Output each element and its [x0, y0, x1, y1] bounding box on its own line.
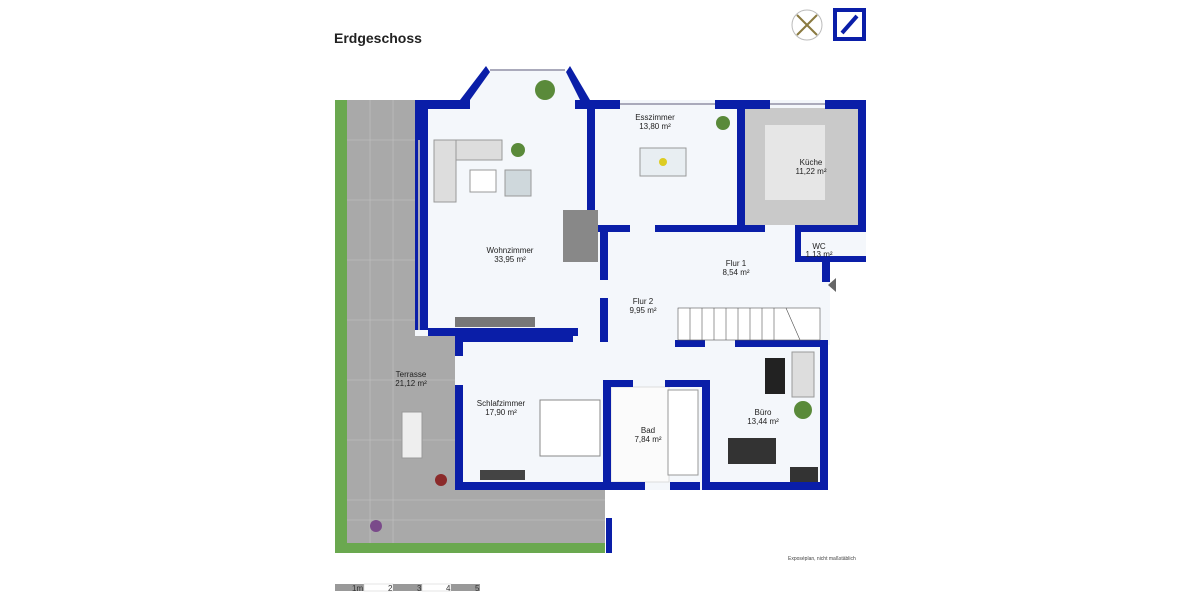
plant-icon [435, 474, 447, 486]
paving-joints [347, 100, 605, 543]
wall [606, 518, 612, 553]
terrace-paving [347, 100, 415, 543]
svg-text:Bad: Bad [641, 426, 655, 435]
svg-text:17,90 m²: 17,90 m² [485, 408, 517, 417]
svg-text:Flur 1: Flur 1 [726, 259, 747, 268]
bank-logo-icon [833, 8, 866, 41]
grass-bottom [335, 543, 605, 553]
svg-text:Flur 2: Flur 2 [633, 297, 654, 306]
svg-text:WC: WC [812, 242, 826, 251]
svg-text:13,80 m²: 13,80 m² [639, 122, 671, 131]
staircase [677, 307, 821, 341]
svg-text:Terrasse: Terrasse [396, 370, 427, 379]
bath-tiles [610, 386, 670, 483]
compass-icon [791, 9, 823, 41]
scale-bar: 1m 2 3 4 5 [335, 583, 480, 593]
walls [415, 66, 866, 490]
svg-text:Wohnzimmer: Wohnzimmer [487, 246, 534, 255]
kitchen-island [765, 125, 825, 200]
plant-icon [370, 520, 382, 532]
svg-text:7,84 m²: 7,84 m² [634, 435, 661, 444]
svg-text:1m: 1m [352, 584, 363, 593]
svg-text:21,12 m²: 21,12 m² [395, 379, 427, 388]
svg-text:Esszimmer: Esszimmer [635, 113, 675, 122]
svg-text:Schlafzimmer: Schlafzimmer [477, 399, 526, 408]
svg-text:Büro: Büro [755, 408, 772, 417]
svg-text:1,13 m²: 1,13 m² [805, 250, 832, 259]
plan-note: Exposéplan, nicht maßstäblich [788, 556, 856, 562]
entrance-arrow-icon [828, 278, 836, 292]
furniture [433, 80, 818, 482]
room-flur-1: Flur 18,54 m² [722, 259, 749, 277]
windows [418, 69, 825, 330]
svg-text:Küche: Küche [800, 158, 823, 167]
svg-text:2: 2 [388, 584, 393, 593]
grass-strip [335, 100, 347, 553]
svg-text:33,95 m²: 33,95 m² [494, 255, 526, 264]
svg-text:5: 5 [475, 584, 480, 593]
svg-text:11,22 m²: 11,22 m² [796, 167, 827, 176]
svg-text:8,54 m²: 8,54 m² [722, 268, 749, 277]
svg-text:3: 3 [417, 584, 422, 593]
svg-text:13,44 m²: 13,44 m² [747, 417, 779, 426]
svg-text:9,95 m²: 9,95 m² [629, 306, 656, 315]
room-flur-2: Flur 29,95 m² [629, 297, 656, 315]
floor-title: Erdgeschoss [334, 30, 422, 46]
terrace-paving [455, 490, 605, 543]
terrace-table [401, 411, 423, 459]
room-wc: WC1,13 m² [805, 242, 832, 259]
svg-text:4: 4 [446, 584, 451, 593]
